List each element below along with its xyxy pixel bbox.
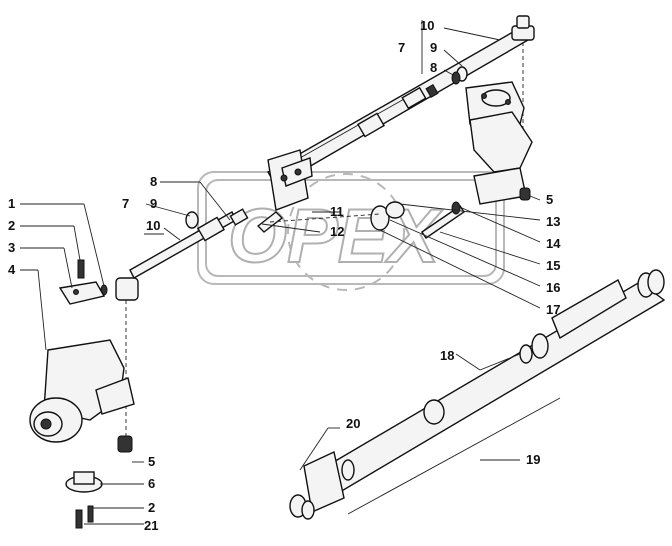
steering-knuckle-right <box>465 81 533 205</box>
steering-knuckle-left <box>29 259 135 453</box>
label-3: 3 <box>8 240 15 255</box>
label-15: 15 <box>546 258 560 273</box>
callout-labels: 10 9 8 7 5 13 14 15 16 17 8 7 9 10 11 12… <box>8 18 561 533</box>
label-10-mid: 10 <box>146 218 160 233</box>
label-16: 16 <box>546 280 560 295</box>
label-8-top: 8 <box>430 60 437 75</box>
clamp-bracket <box>267 149 313 211</box>
tie-rod-end-top <box>511 15 535 146</box>
hydraulic-cylinder <box>289 269 666 520</box>
label-8-mid: 8 <box>150 174 157 189</box>
label-2-top: 2 <box>8 218 15 233</box>
label-11: 11 <box>330 204 344 219</box>
lower-kingpin-cap <box>65 471 103 529</box>
label-7-top: 7 <box>398 40 405 55</box>
middle-tie-rod <box>129 208 381 279</box>
tie-rod-end-left <box>100 277 139 436</box>
label-2-bottom: 2 <box>148 500 155 515</box>
label-12: 12 <box>330 224 344 239</box>
label-14: 14 <box>546 236 561 251</box>
label-9-top: 9 <box>430 40 437 55</box>
label-20: 20 <box>346 416 360 431</box>
label-13: 13 <box>546 214 560 229</box>
label-7-mid: 7 <box>122 196 129 211</box>
label-1: 1 <box>8 196 15 211</box>
leader-lines <box>20 20 561 525</box>
label-6: 6 <box>148 476 155 491</box>
watermark: OPEX <box>197 171 505 291</box>
label-17: 17 <box>546 302 560 317</box>
label-10-top: 10 <box>420 18 434 33</box>
kingpin-group <box>370 201 465 239</box>
label-5-right: 5 <box>546 192 553 207</box>
label-21: 21 <box>144 518 158 533</box>
label-19: 19 <box>526 452 540 467</box>
label-5-bottom: 5 <box>148 454 155 469</box>
label-18: 18 <box>440 348 454 363</box>
label-9-mid: 9 <box>150 196 157 211</box>
watermark-text: OPEX <box>228 194 443 279</box>
label-4: 4 <box>8 262 16 277</box>
